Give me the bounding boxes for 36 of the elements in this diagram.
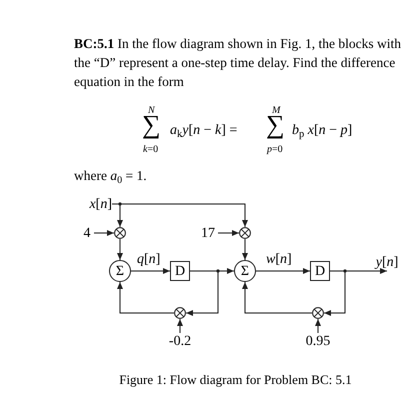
- equation-right-side: b$_{p}$ x[n − p]: [292, 122, 352, 141]
- figure-caption: Figure 1: Flow diagram for Problem BC: 5.1: [118, 371, 353, 389]
- lower-limit: k=0: [143, 143, 158, 157]
- problem-text: BC:5.1 In the flow diagram shown in Fig. 1, the blocks with the “D” represent a one-step time delay. Find the difference equation in the form: [74, 35, 402, 91]
- arrow: [117, 238, 123, 260]
- delay-block: D: [170, 261, 190, 281]
- arrow: [177, 318, 183, 334]
- arrow: [112, 204, 248, 228]
- multiplier-symbol: [239, 227, 251, 239]
- arrow: [130, 268, 170, 274]
- signal-label: 4: [80, 225, 94, 241]
- arrow: [117, 282, 174, 314]
- multiplier-symbol: [174, 307, 186, 319]
- signal-label: y[n]: [370, 253, 404, 271]
- edge-label: w[n]: [266, 252, 292, 268]
- signal-label: x[n]: [70, 195, 112, 213]
- equation-left-side: a$_{k}$y[n − k] =: [170, 122, 238, 141]
- arrow: [242, 282, 312, 314]
- arrow: [94, 230, 114, 236]
- arrow: [315, 318, 321, 334]
- multiplier-symbol: [312, 307, 324, 319]
- signal-label: -0.2: [166, 333, 194, 349]
- summing-junction: Σ: [234, 260, 256, 282]
- edge-label: q[n]: [137, 252, 160, 268]
- arrow: [218, 230, 240, 236]
- condition-text: where a$_{0}$ = 1.: [74, 167, 147, 186]
- multiplier-symbol: [114, 227, 126, 239]
- delay-block: D: [310, 261, 330, 281]
- arrow: [186, 270, 218, 316]
- arrow: [324, 270, 346, 316]
- signal-label: 17: [198, 225, 218, 241]
- signal-label: 0.95: [303, 333, 333, 349]
- lower-limit: p=0: [267, 143, 283, 157]
- summing-junction: Σ: [109, 260, 131, 282]
- arrow: [256, 268, 310, 274]
- arrow: [242, 238, 248, 260]
